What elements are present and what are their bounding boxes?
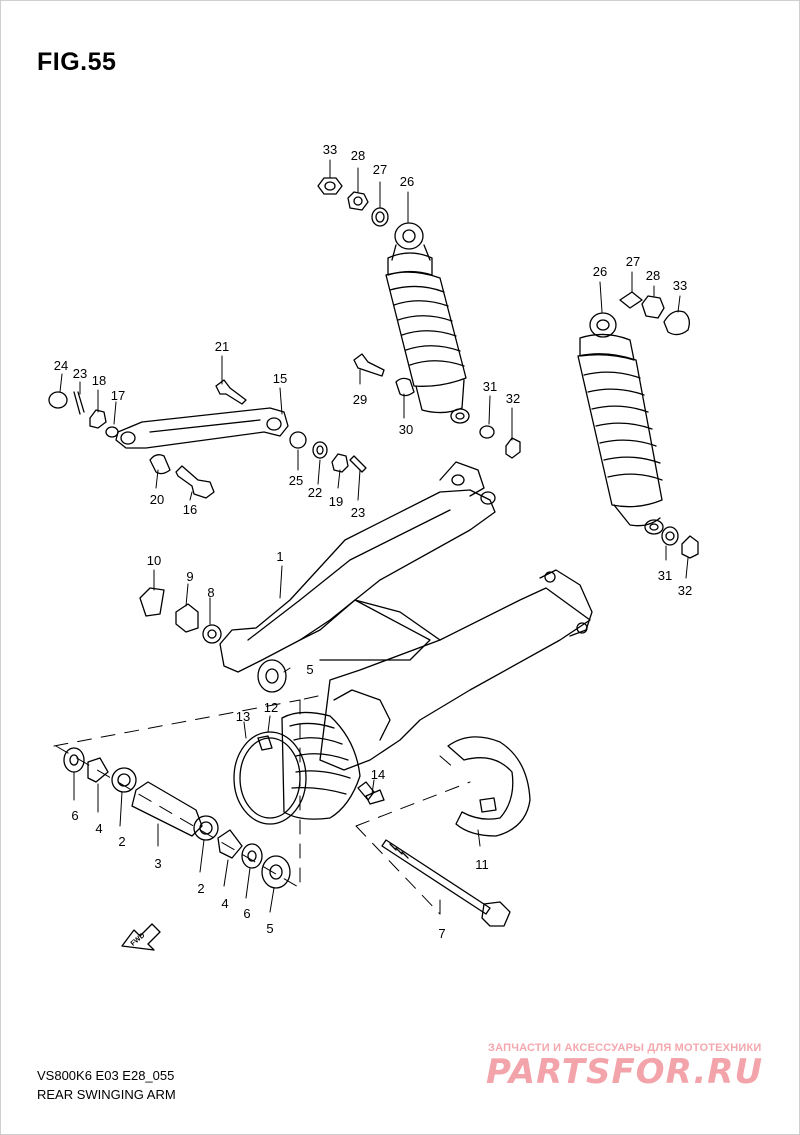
callout-number: 31 — [483, 379, 497, 394]
callout-number: 8 — [207, 585, 214, 600]
callout-number: 33 — [323, 142, 337, 157]
callout-number: 31 — [658, 568, 672, 583]
callout-number: 27 — [373, 162, 387, 177]
callout-number: 2 — [118, 834, 125, 849]
callout-number: 4 — [95, 821, 102, 836]
diagram-code: VS800K6 E03 E28_055 — [37, 1068, 175, 1083]
callout-number: 10 — [147, 553, 161, 568]
forward-arrow-icon — [121, 923, 161, 951]
shock-absorber-left — [385, 222, 470, 424]
callout-number: 18 — [92, 373, 106, 388]
callout-number: 20 — [150, 492, 164, 507]
callout-number: 28 — [646, 268, 660, 283]
watermark-text: ЗАПЧАСТИ И АКСЕССУАРЫ ДЛЯ МОТОТЕХНИКИ — [488, 1042, 762, 1054]
callout-number: 26 — [400, 174, 414, 189]
callout-number: 23 — [351, 505, 365, 520]
callout-number: 21 — [215, 339, 229, 354]
pivot-bolt — [381, 839, 511, 927]
callout-number: 5 — [266, 921, 273, 936]
callout-number: 9 — [186, 569, 193, 584]
callout-number: 32 — [506, 391, 520, 406]
callout-number: 2 — [197, 881, 204, 896]
callout-number: 28 — [351, 148, 365, 163]
callout-number: 11 — [475, 857, 489, 872]
callout-number: 23 — [73, 366, 87, 381]
callout-number: 7 — [438, 926, 445, 941]
fwd-label: FWD — [130, 932, 147, 948]
callout-number: 22 — [308, 485, 322, 500]
callout-number: 33 — [673, 278, 687, 293]
callout-number: 12 — [264, 700, 278, 715]
callout-number: 16 — [183, 502, 197, 517]
callout-number: 19 — [329, 494, 343, 509]
callout-number: 26 — [593, 264, 607, 279]
shock-absorber-right — [577, 312, 664, 535]
callout-number: 30 — [399, 422, 413, 437]
link-rod — [48, 353, 521, 499]
callout-number: 27 — [626, 254, 640, 269]
rubber-boot — [233, 711, 375, 825]
callout-number: 25 — [289, 473, 303, 488]
pivot-hardware — [63, 526, 699, 889]
swingarm — [219, 461, 593, 771]
figure-title: FIG.55 — [37, 48, 117, 76]
callout-number: 29 — [353, 392, 367, 407]
chain-guard — [447, 736, 531, 837]
watermark-logo: PARTSFOR.RU — [486, 1052, 764, 1092]
callout-number: 15 — [273, 371, 287, 386]
callout-number: 6 — [71, 808, 78, 823]
callout-number: 32 — [678, 583, 692, 598]
callout-number: 1 — [276, 549, 283, 564]
callout-number: 24 — [54, 358, 68, 373]
callout-number: 5 — [306, 662, 313, 677]
callout-number: 3 — [154, 856, 161, 871]
callout-number: 6 — [243, 906, 250, 921]
diagram-caption: REAR SWINGING ARM — [37, 1087, 176, 1102]
callout-number: 14 — [371, 767, 385, 782]
callout-number: 17 — [111, 388, 125, 403]
callout-number: 4 — [221, 896, 228, 911]
leader-lines — [53, 159, 689, 915]
callout-number: 13 — [236, 709, 250, 724]
